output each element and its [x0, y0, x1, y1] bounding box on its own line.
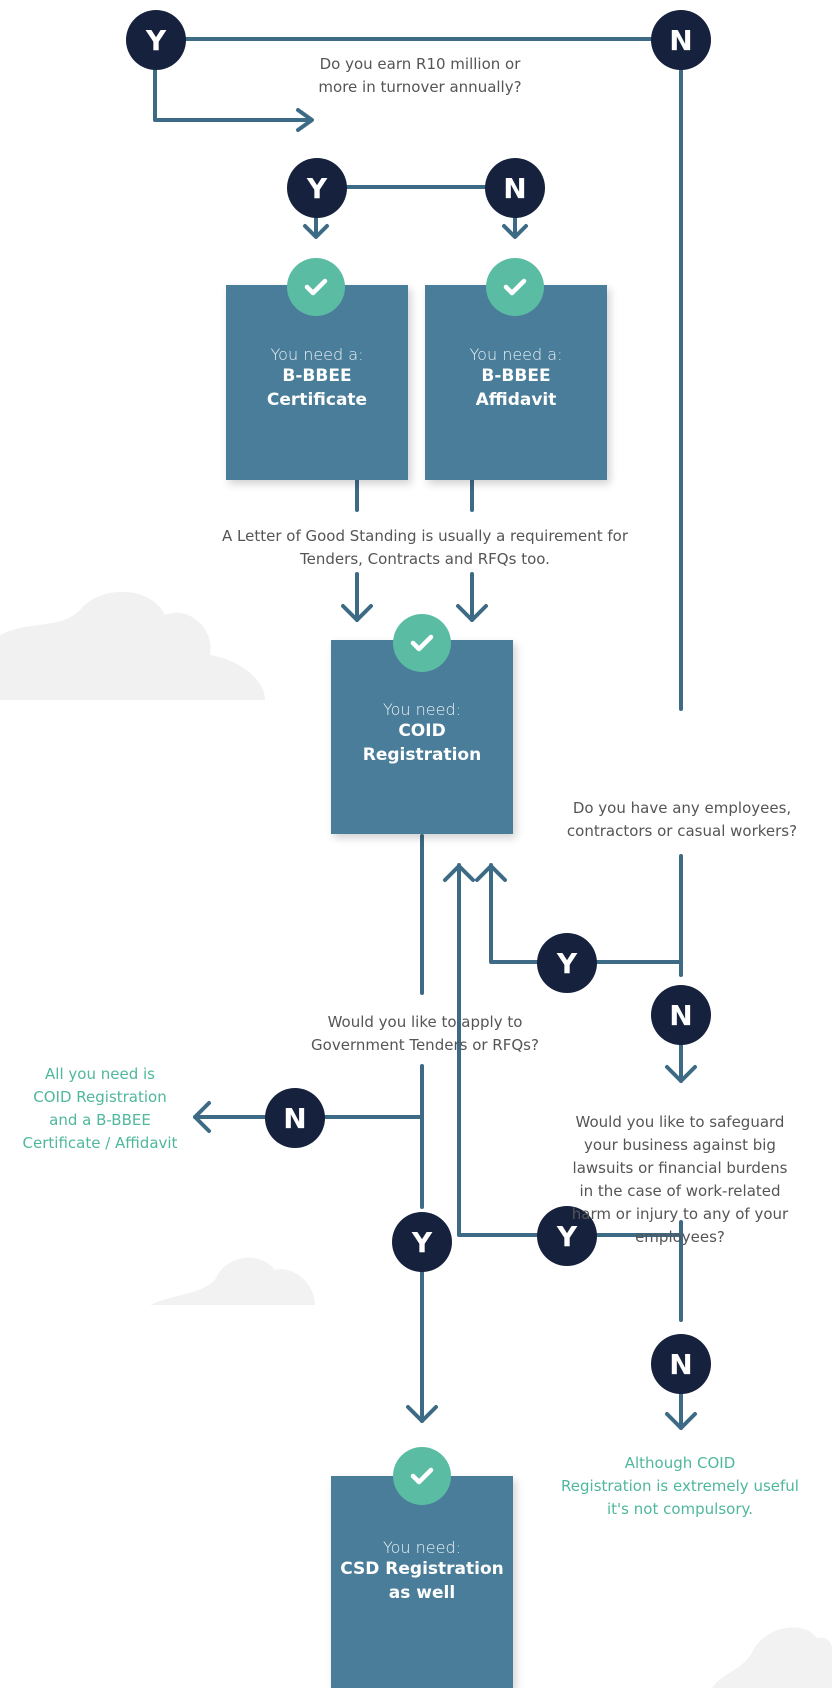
csd-registration-box: You need: CSD Registration as well: [331, 1476, 513, 1688]
check-icon: [486, 258, 544, 316]
csd-intro: You need:: [382, 1538, 462, 1557]
check-icon: [287, 258, 345, 316]
yes-node-turnover: Y: [126, 10, 186, 70]
bbbee-certificate-title: B-BBEE Certificate: [266, 366, 368, 410]
no-node-bbbee: N: [485, 158, 545, 218]
cloud-decoration-middle: [150, 1257, 315, 1305]
bbbee-affidavit-intro: You need a:: [469, 345, 563, 364]
check-icon: [393, 1447, 451, 1505]
yes-node-bbbee: Y: [287, 158, 347, 218]
yes-node-tenders: Y: [392, 1212, 452, 1272]
question-safeguard: Would you like to safeguard your busines…: [571, 1113, 789, 1246]
bbbee-certificate-intro: You need a:: [270, 345, 364, 364]
outcome-coid-and-bbbee: All you need is COID Registration and a …: [22, 1065, 178, 1152]
check-icon: [393, 614, 451, 672]
bbbee-affidavit-title: B-BBEE Affidavit: [475, 366, 557, 410]
no-node-tenders: N: [265, 1088, 325, 1148]
coid-intro: You need:: [382, 700, 462, 719]
question-good-standing: A Letter of Good Standing is usually a r…: [221, 527, 629, 568]
coid-registration-box: You need: COID Registration: [331, 640, 513, 834]
yes-node-employees: Y: [537, 933, 597, 993]
yes-node-safeguard: Y: [537, 1206, 597, 1266]
no-node-turnover: N: [651, 10, 711, 70]
no-node-safeguard: N: [651, 1334, 711, 1394]
cloud-decoration-bottom-right: [712, 1627, 832, 1688]
coid-title: COID Registration: [362, 721, 482, 765]
outcome-not-compulsory: Although COID Registration is extremely …: [561, 1454, 799, 1518]
csd-title: CSD Registration as well: [340, 1559, 504, 1603]
no-node-employees: N: [651, 985, 711, 1045]
bbbee-affidavit-box: You need a: B-BBEE Affidavit: [425, 285, 607, 480]
cloud-decoration-left: [0, 591, 265, 700]
question-turnover: Do you earn R10 million or more in turno…: [318, 55, 522, 96]
question-tenders: Would you like to apply to Government Te…: [311, 1013, 539, 1054]
question-employees: Do you have any employees, contractors o…: [566, 799, 798, 840]
bbbee-certificate-box: You need a: B-BBEE Certificate: [226, 285, 408, 480]
